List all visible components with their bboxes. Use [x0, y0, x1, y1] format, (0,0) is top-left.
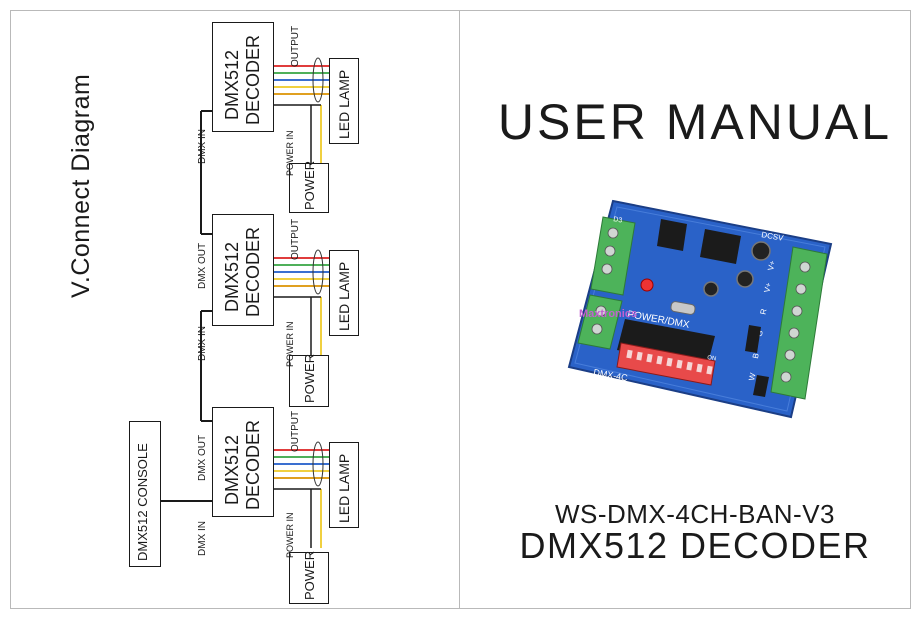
decoder-2-line1: DMX512 — [222, 241, 242, 312]
brand-watermark: Maxtronics — [579, 308, 637, 320]
dmx-in-label-1: DMX IN — [197, 129, 208, 164]
decoder-1-line1: DMX512 — [222, 49, 242, 120]
decoder-3-line1: DMX512 — [222, 434, 242, 505]
decoder-box-1: DMX512 DECODER — [212, 22, 274, 132]
connection-diagram: V.Connect Diagram DMX512 CONSOLE DMX512 … — [11, 11, 459, 608]
dmx-in-label-3: DMX IN — [197, 521, 208, 556]
led-lamp-box-3: LED LAMP — [329, 442, 359, 528]
led-lamp-box-2: LED LAMP — [329, 250, 359, 336]
dmx-out-label-2: DMX OUT — [197, 434, 208, 481]
product-name: DMX512 DECODER — [519, 525, 871, 566]
power-in-label-1: POWER IN — [285, 130, 295, 176]
silk-on: ON — [707, 355, 717, 362]
left-terminal-screws — [591, 227, 619, 335]
led-lamp-label-1: LED LAMP — [336, 69, 352, 139]
console-label: DMX512 CONSOLE — [135, 443, 150, 561]
crystal — [670, 301, 696, 315]
led-lamp-label-2: LED LAMP — [336, 261, 352, 331]
power-label-1: POWER — [302, 160, 317, 210]
wire-bundle-2 — [312, 249, 324, 295]
wiring-svg — [161, 57, 329, 548]
output-label-2: OUTPUT — [290, 218, 301, 260]
capacitor-1 — [751, 241, 771, 261]
wire-bundle-3 — [312, 441, 324, 487]
output-label-1: OUTPUT — [290, 25, 301, 67]
output-label-3: OUTPUT — [290, 410, 301, 452]
chip-top-right — [700, 229, 741, 264]
led-lamp-box-1: LED LAMP — [329, 58, 359, 144]
right-terminal-block — [770, 246, 828, 400]
silk-pin-label-2: V+ — [762, 281, 773, 293]
transistor — [745, 325, 761, 353]
dmx-out-label-1: DMX OUT — [197, 242, 208, 289]
capacitor-2 — [736, 270, 754, 288]
manual-title: USER MANUAL — [497, 94, 893, 150]
left-terminal-top — [590, 216, 636, 296]
power-box-2: POWER — [289, 353, 329, 407]
silk-dcsv: DCSV — [761, 230, 785, 243]
decoder-box-2: DMX512 DECODER — [212, 214, 274, 326]
silk-pin-label-3: R — [759, 308, 769, 316]
power-led — [640, 278, 654, 292]
model-number: WS-DMX-4CH-BAN-V3 — [554, 499, 836, 529]
decoder-board-photo: POWER/DMX Maxtronics DMX-4C BAN-V 68*55M… — [567, 199, 833, 419]
silk-pin-label-5: B — [751, 352, 761, 359]
regulator — [753, 375, 769, 397]
chip-top-left — [657, 219, 687, 251]
decoder-box-3: DMX512 DECODER — [212, 407, 274, 517]
wire-bundle-1 — [312, 57, 324, 103]
main-mcu-chip — [617, 319, 715, 367]
decoder-2-line2: DECODER — [243, 226, 263, 317]
capacitor-3 — [703, 281, 719, 297]
silk-size: 68*55MM — [589, 388, 625, 403]
left-terminal-bottom — [577, 294, 623, 350]
dip-switch-toggles — [626, 349, 713, 375]
power-in-label-3: POWER IN — [285, 512, 295, 558]
power-box-1: POWER — [289, 160, 329, 213]
power-label-3: POWER — [302, 550, 317, 600]
decoder-1-line2: DECODER — [243, 34, 263, 125]
led-lamp-label-3: LED LAMP — [336, 453, 352, 523]
power-in-label-2: POWER IN — [285, 321, 295, 367]
silk-d3: D3 — [613, 216, 623, 224]
panel-divider — [459, 11, 460, 608]
decoder-3-line2: DECODER — [243, 419, 263, 510]
silk-pin-label-1: V+ — [766, 259, 777, 271]
right-terminal-screws — [780, 261, 811, 383]
dmx512-console-box: DMX512 CONSOLE — [129, 421, 161, 567]
silk-pin-label-6: W — [747, 372, 757, 382]
power-label-2: POWER — [302, 353, 317, 403]
silk-model-2: BAN-V — [591, 377, 620, 392]
dmx-in-label-2: DMX IN — [197, 326, 208, 361]
manual-sheet: V.Connect Diagram DMX512 CONSOLE DMX512 … — [10, 10, 911, 609]
power-box-3: POWER — [289, 550, 329, 604]
